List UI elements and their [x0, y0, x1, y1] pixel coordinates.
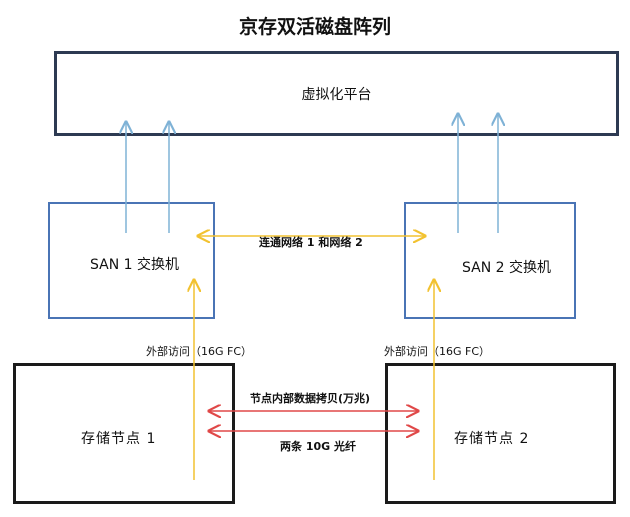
virtualization-platform-label: 虚拟化平台: [301, 86, 372, 103]
san-interconnect-label: 连通网络 1 和网络 2: [259, 236, 363, 249]
san2-switch-label: SAN 2 交换机: [462, 260, 552, 276]
fiber-link-label: 两条 10G 光纤: [280, 440, 356, 453]
node-copy-label: 节点内部数据拷贝(万兆): [250, 392, 371, 405]
san1-switch-box: SAN 1 交换机: [48, 202, 215, 319]
external-access-label-2: 外部访问（16G FC）: [384, 345, 491, 358]
diagram-title: 京存双活磁盘阵列: [238, 16, 391, 38]
storage-node2-label: 存储节点 2: [454, 431, 530, 447]
external-access-label-1: 外部访问（16G FC）: [146, 345, 253, 358]
san2-switch-box: SAN 2 交换机: [404, 202, 576, 319]
storage-node1-label: 存储节点 1: [81, 431, 157, 447]
san1-switch-label: SAN 1 交换机: [90, 257, 180, 273]
virtualization-platform-box: 虚拟化平台: [54, 51, 619, 136]
